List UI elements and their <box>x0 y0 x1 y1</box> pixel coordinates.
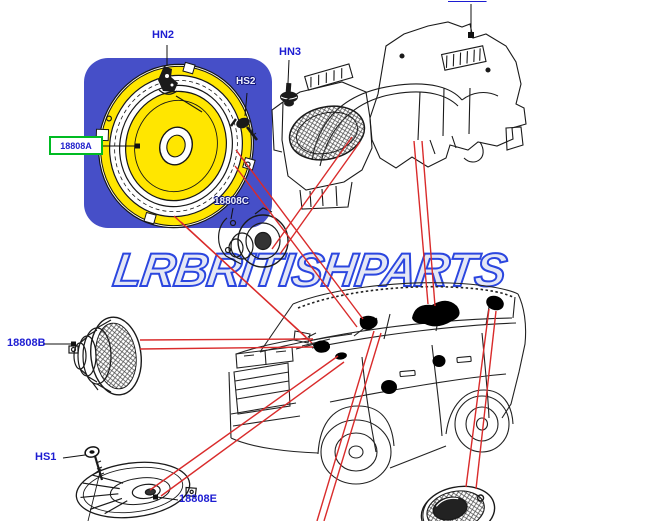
callout-hs2[interactable]: HS2 <box>236 76 256 87</box>
speaker-bottom-right-drawing <box>420 485 496 521</box>
callout-hn2[interactable]: HN2 <box>152 29 175 41</box>
callout-part-18808e[interactable]: 18808E <box>179 493 217 505</box>
callout-part-18808a-selected[interactable]: 18808A <box>49 136 103 155</box>
speaker-18808c-drawing <box>218 207 289 268</box>
speaker-18808e-drawing <box>75 461 197 519</box>
vehicle-drawing <box>228 282 527 485</box>
leader-lines <box>43 4 474 501</box>
speaker-location-markers <box>313 295 504 394</box>
callout-hn3[interactable]: HN3 <box>279 46 302 58</box>
hn3-nut-glyph <box>280 82 298 107</box>
speaker-18808a-drawing <box>95 61 256 229</box>
callout-hs1[interactable]: HS1 <box>35 451 57 463</box>
callout-part-18808b[interactable]: 18808B <box>7 337 46 349</box>
callout-part-18808c[interactable]: 18808C <box>214 196 250 207</box>
speaker-enclosure-drawing <box>271 21 527 210</box>
callout-part-top-clipped[interactable]: 18808D <box>448 0 487 3</box>
hs2-screw-glyph <box>230 117 259 141</box>
speaker-18808b-drawing <box>68 316 142 396</box>
red-callout-lines <box>139 136 497 521</box>
hn2-nut-glyph <box>158 66 178 95</box>
